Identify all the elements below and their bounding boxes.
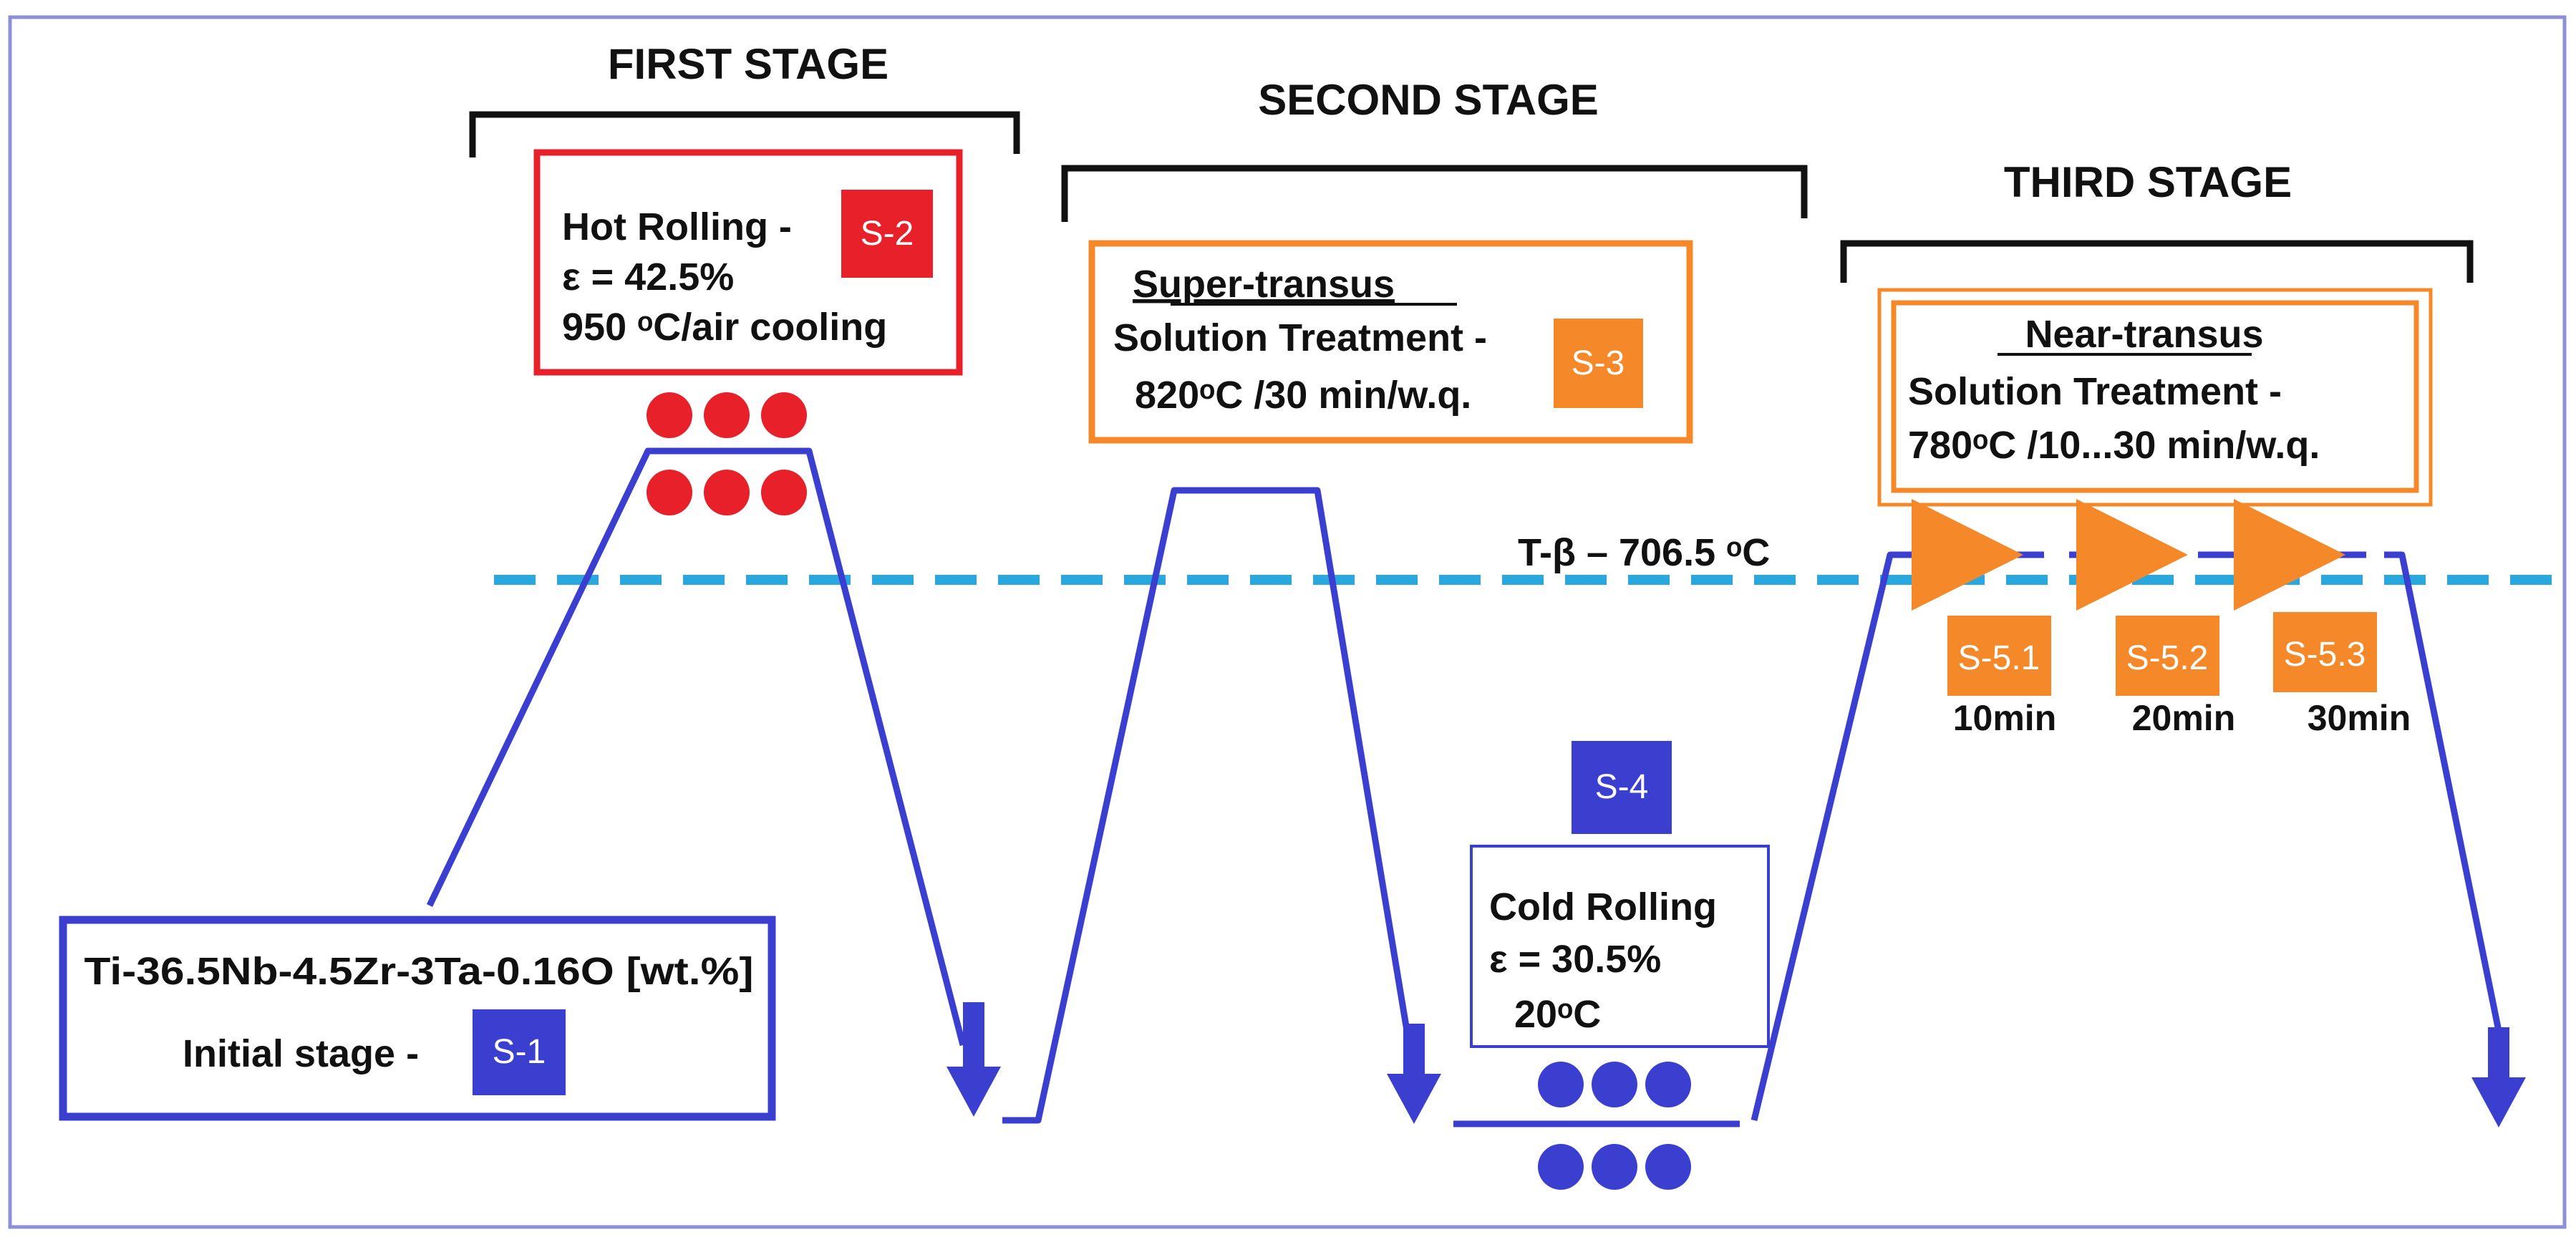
near-transus-heading: Near-transus — [2025, 313, 2263, 356]
cold-rolling-strain: ε = 30.5% — [1489, 938, 1661, 981]
hot-rolls — [647, 392, 807, 515]
down-arrow-icon — [1387, 1024, 1441, 1124]
s2-badge-label: S-2 — [861, 215, 914, 253]
initial-stage-box: Ti-36.5Nb-4.5Zr-3Ta-0.16O [wt.%] Initial… — [59, 916, 776, 1121]
third-stage-title: THIRD STAGE — [2004, 158, 2292, 206]
s53-badge-label: S-5.3 — [2284, 636, 2366, 674]
s53-time: 30min — [2308, 698, 2411, 738]
cold-rolling-box: Cold Rolling ε = 30.5% 20ᵒC — [1470, 845, 1770, 1048]
substep-s52: S-5.2 20min — [2116, 616, 2235, 738]
t-beta-label: T-β – 706.5 ᵒC — [1518, 531, 1770, 574]
down-arrow-icon — [946, 1002, 1001, 1117]
down-arrow-icon — [2471, 1027, 2526, 1127]
s51-badge-label: S-5.1 — [1958, 639, 2040, 677]
super-transus-box: Super-transus Solution Treatment - 820ᵒC… — [1088, 240, 1693, 444]
hot-rolling-title: Hot Rolling - — [562, 205, 792, 248]
hot-rolling-strain: ε = 42.5% — [562, 256, 734, 299]
s3-badge-label: S-3 — [1572, 344, 1625, 382]
s52-time: 20min — [2132, 698, 2236, 738]
substep-s53: S-5.3 30min — [2273, 612, 2411, 738]
first-stage-title: FIRST STAGE — [608, 40, 888, 88]
s52-badge-label: S-5.2 — [2126, 639, 2209, 677]
s1-badge — [473, 1009, 566, 1095]
cooling-arrows — [946, 1002, 2526, 1127]
stage-brackets — [469, 111, 2474, 283]
s1-badge-label: S-1 — [493, 1033, 546, 1071]
hot-rolling-condition: 950 ᵒC/air cooling — [562, 306, 887, 349]
cold-rolling-temp: 20ᵒC — [1514, 993, 1601, 1036]
s4-badge — [1572, 741, 1672, 834]
substep-s51: S-5.1 10min — [1947, 616, 2056, 738]
s3-badge — [1554, 319, 1643, 408]
cold-rolling-title: Cold Rolling — [1489, 886, 1717, 928]
near-transus-box: Near-transus Solution Treatment - 780ᵒC … — [1877, 288, 2433, 507]
near-transus-condition: 780ᵒC /10...30 min/w.q. — [1908, 424, 2320, 467]
super-transus-condition: 820ᵒC /30 min/w.q. — [1135, 374, 1471, 417]
super-transus-heading: Super-transus — [1133, 263, 1395, 306]
hot-rolling-box: Hot Rolling - ε = 42.5% 950 ᵒC/air cooli… — [533, 149, 963, 376]
cold-rolls — [1538, 1062, 1691, 1190]
outer-frame — [8, 15, 2567, 1229]
super-transus-title: Solution Treatment - — [1113, 316, 1487, 359]
s2-badge — [841, 190, 933, 278]
initial-stage-label: Initial stage - — [183, 1032, 419, 1075]
s51-time: 10min — [1953, 698, 2057, 738]
second-stage-title: SECOND STAGE — [1258, 76, 1599, 124]
near-transus-title: Solution Treatment - — [1908, 370, 2282, 413]
alloy-composition: Ti-36.5Nb-4.5Zr-3Ta-0.16O [wt.%] — [84, 950, 754, 993]
s4-badge-label: S-4 — [1595, 768, 1649, 806]
